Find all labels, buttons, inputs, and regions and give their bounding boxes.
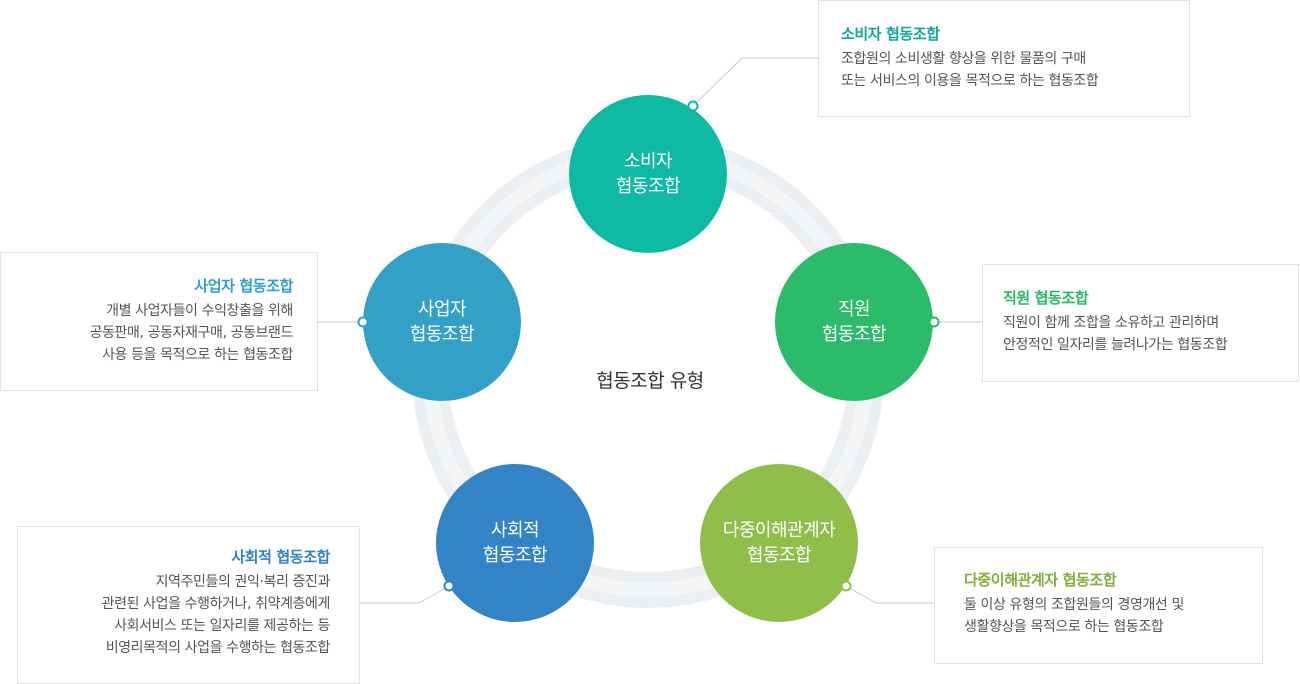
node-consumer-line2: 협동조합 [615,176,681,197]
node-worker-line1: 직원 [837,299,871,320]
desc-social-line: 비영리목적의 사업을 수행하는 협동조합 [105,640,331,656]
consumer-connector [692,57,818,107]
desc-multi-line: 둘 이상 유형의 조합원들의 경영개선 및 [964,597,1184,613]
desc-consumer-title: 소비자 협동조합 [841,25,940,43]
desc-social-title: 사회적 협동조합 [231,548,330,566]
node-worker: 직원 협동조합 [775,243,933,401]
desc-business: 사업자 협동조합 개별 사업자들이 수익창출을 위해 공동판매, 공동자재구매,… [0,252,318,391]
desc-worker-line: 안정적인 일자리를 늘려나가는 협동조합 [1003,337,1228,353]
node-worker-line2: 협동조합 [821,324,887,345]
desc-worker: 직원 협동조합 직원이 함께 조합을 소유하고 관리하며 안정적인 일자리를 늘… [982,264,1299,382]
node-business-line1: 사업자 [417,299,467,320]
node-business: 사업자 협동조합 [363,243,521,401]
desc-consumer: 소비자 협동조합 조합원의 소비생활 향상을 위한 물품의 구매 또는 서비스의… [818,0,1190,117]
center-label: 협동조합 유형 [596,370,704,392]
desc-business-line: 사용 등을 목적으로 하는 협동조합 [102,347,293,363]
desc-consumer-line: 또는 서비스의 이용을 목적으로 하는 협동조합 [841,73,1099,89]
desc-multi: 다중이해관계자 협동조합 둘 이상 유형의 조합원들의 경영개선 및 생활향상을… [934,547,1263,664]
node-social-line1: 사회적 [490,520,540,541]
node-social-line2: 협동조합 [482,545,548,566]
node-consumer-line1: 소비자 [623,151,673,172]
desc-social-line: 관련된 사업을 수행하거나, 취약계층에게 [101,596,331,612]
desc-social-line: 지역주민들의 권익·복리 증진과 [155,574,331,590]
node-multi: 다중이해관계자 협동조합 [700,464,858,622]
desc-multi-line: 생활향상을 목적으로 하는 협동조합 [964,619,1164,635]
node-multi-line1: 다중이해관계자 [722,520,836,541]
social-connector [360,585,450,604]
node-consumer: 소비자 협동조합 [569,95,727,253]
node-business-line2: 협동조합 [409,324,475,345]
desc-social-line: 사회서비스 또는 일자리를 제공하는 등 [114,618,330,634]
desc-multi-title: 다중이해관계자 협동조합 [964,571,1117,589]
desc-worker-title: 직원 협동조합 [1003,289,1089,307]
node-multi-line2: 협동조합 [746,545,812,566]
desc-business-title: 사업자 협동조합 [194,277,293,295]
node-social: 사회적 협동조합 [436,464,594,622]
desc-business-line: 공동판매, 공동자재구매, 공동브랜드 [89,325,294,341]
multi-connector [845,585,934,604]
desc-social: 사회적 협동조합 지역주민들의 권익·복리 증진과 관련된 사업을 수행하거나,… [17,526,360,684]
desc-worker-line: 직원이 함께 조합을 소유하고 관리하며 [1003,315,1219,331]
desc-consumer-line: 조합원의 소비생활 향상을 위한 물품의 구매 [841,51,1086,67]
desc-business-line: 개별 사업자들이 수익창출을 위해 [106,303,293,319]
